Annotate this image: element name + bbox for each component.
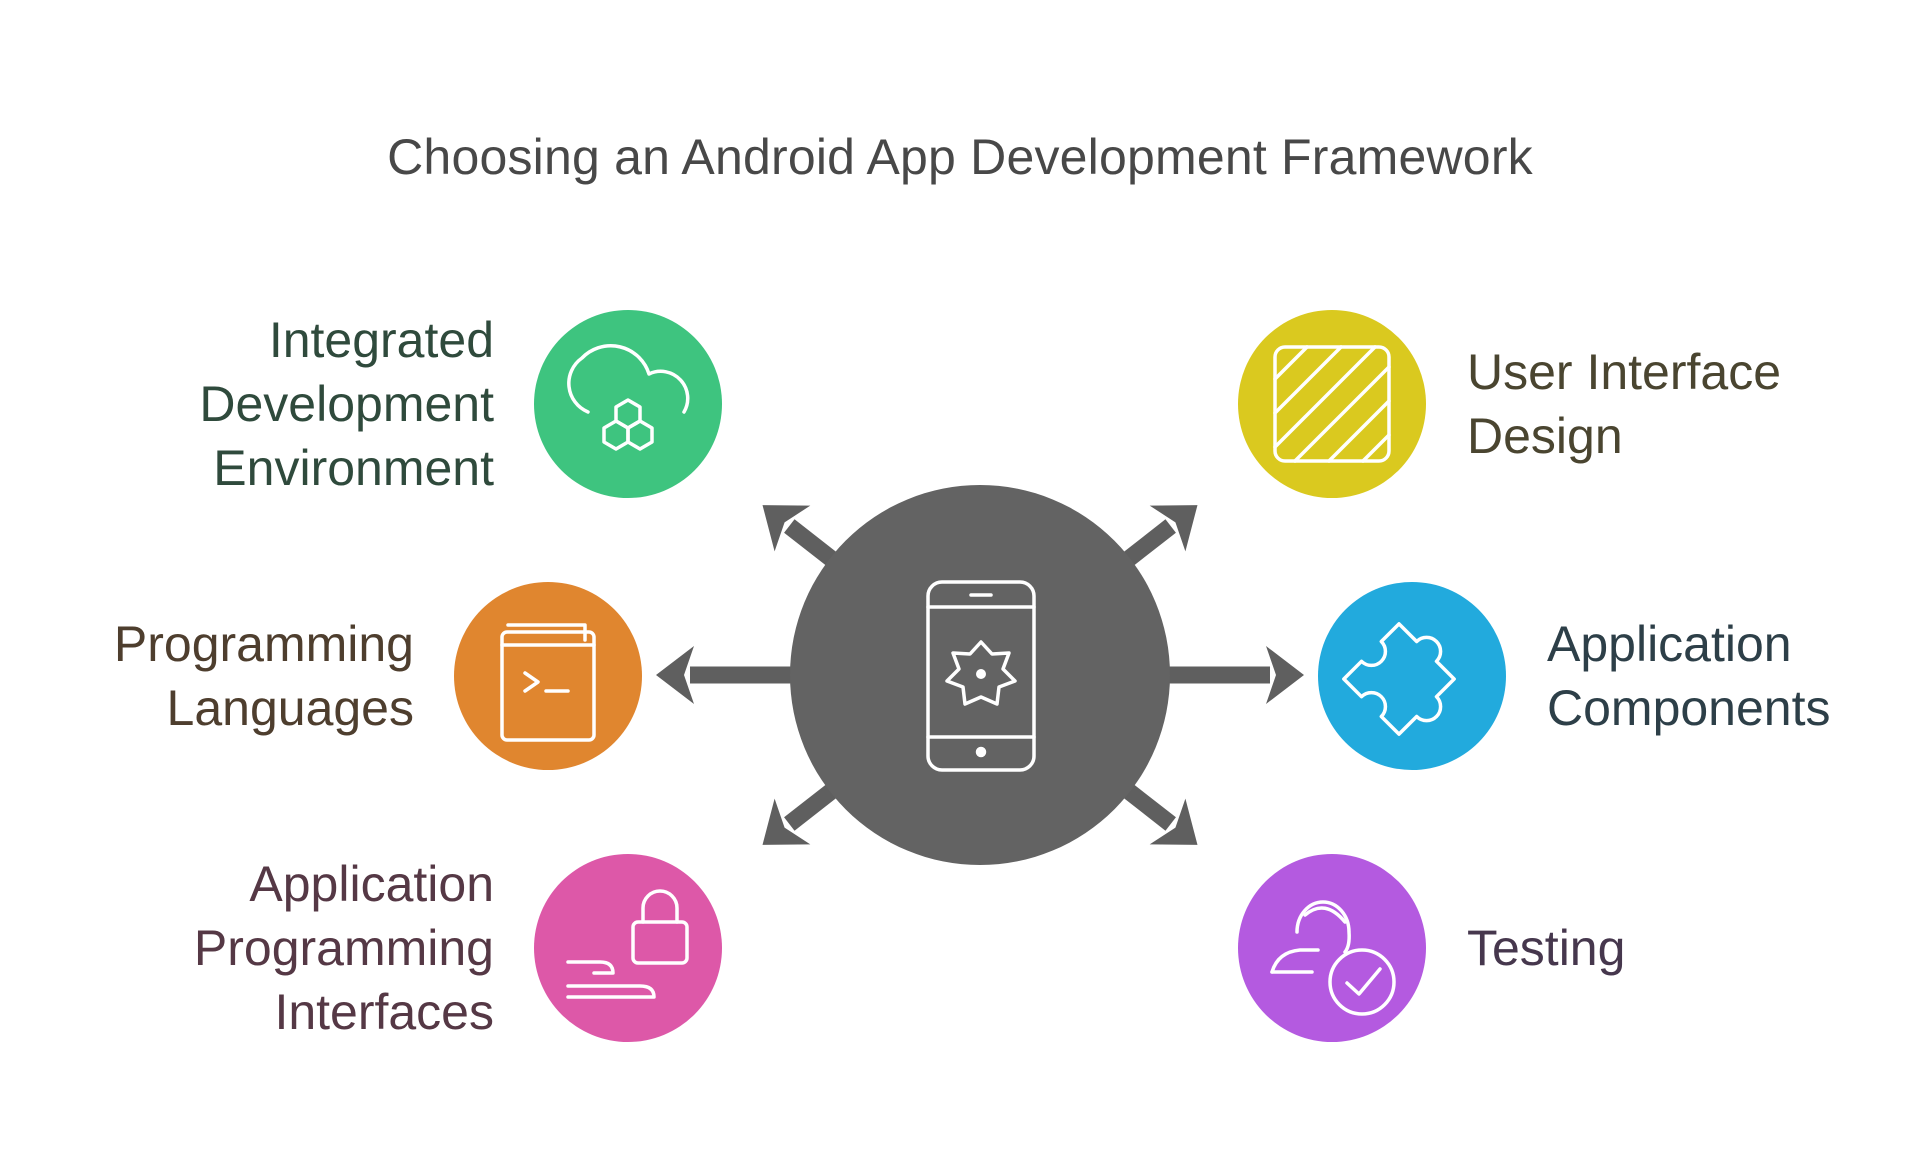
- label-apis-line-2: Programming: [193, 920, 494, 976]
- arrow-to-ide-head: [762, 505, 811, 552]
- label-languages: Programming Languages: [114, 612, 414, 740]
- label-ide-line-2: Development: [199, 376, 494, 432]
- arrow-to-apis: [762, 779, 844, 845]
- node-ide-circle: [534, 310, 722, 498]
- label-testing: Testing: [1467, 916, 1625, 980]
- label-languages-line-1: Programming: [113, 616, 414, 672]
- label-testing-line-1: Testing: [1467, 920, 1626, 976]
- node-components: [1318, 582, 1506, 770]
- arrow-to-ui-design-head: [1149, 505, 1198, 552]
- arrow-to-testing: [1116, 779, 1198, 845]
- node-ui-design: [1238, 310, 1426, 498]
- node-apis-circle: [534, 854, 722, 1042]
- arrow-to-testing-head: [1149, 798, 1198, 845]
- node-languages: [454, 582, 642, 770]
- user-check-icon: [1270, 900, 1396, 1016]
- label-components-line-2: Components: [1547, 680, 1831, 736]
- code-book-icon: [500, 623, 596, 742]
- node-apis: [534, 854, 722, 1042]
- label-languages-line-2: Languages: [166, 680, 414, 736]
- arrow-to-ui-design: [1116, 505, 1198, 571]
- arrow-to-ide: [762, 505, 844, 571]
- label-ui-design-line-1: User Interface: [1467, 344, 1782, 400]
- label-components: Application Components: [1547, 612, 1831, 740]
- hatched-square-icon: [1273, 345, 1391, 463]
- node-ui-design-circle: [1238, 310, 1426, 498]
- arrow-to-components: [1160, 646, 1304, 704]
- arrow-to-ui-design-shaft: [1116, 519, 1176, 571]
- arrow-to-ide-shaft: [784, 519, 844, 571]
- arrow-to-testing-shaft: [1116, 779, 1176, 831]
- node-components-circle: [1318, 582, 1506, 770]
- smartphone-gear-icon: [926, 580, 1036, 772]
- label-ide-line-3: Environment: [213, 440, 494, 496]
- arrow-to-languages: [656, 646, 800, 704]
- lock-hand-icon: [566, 889, 689, 999]
- node-testing: [1238, 854, 1426, 1042]
- cloud-hexagons-icon: [567, 344, 690, 451]
- arrow-to-languages-head: [656, 646, 694, 704]
- label-ui-design: User Interface Design: [1467, 340, 1781, 468]
- node-languages-circle: [454, 582, 642, 770]
- diagram-title: Choosing an Android App Development Fram…: [387, 129, 1533, 185]
- label-ide-line-1: Integrated: [268, 312, 494, 368]
- arrow-to-components-head: [1266, 646, 1304, 704]
- arrow-to-apis-shaft: [784, 779, 844, 831]
- label-apis-line-1: Application: [249, 856, 494, 912]
- node-testing-circle: [1238, 854, 1426, 1042]
- label-components-line-1: Application: [1547, 616, 1792, 672]
- label-ui-design-line-2: Design: [1467, 408, 1623, 464]
- label-apis: Application Programming Interfaces: [194, 852, 494, 1044]
- arrow-to-apis-head: [762, 798, 811, 845]
- label-apis-line-3: Interfaces: [274, 984, 494, 1040]
- label-ide: Integrated Development Environment: [199, 308, 494, 500]
- puzzle-piece-icon: [1342, 622, 1456, 736]
- arrows-group: [656, 505, 1304, 845]
- node-ide: [534, 310, 722, 498]
